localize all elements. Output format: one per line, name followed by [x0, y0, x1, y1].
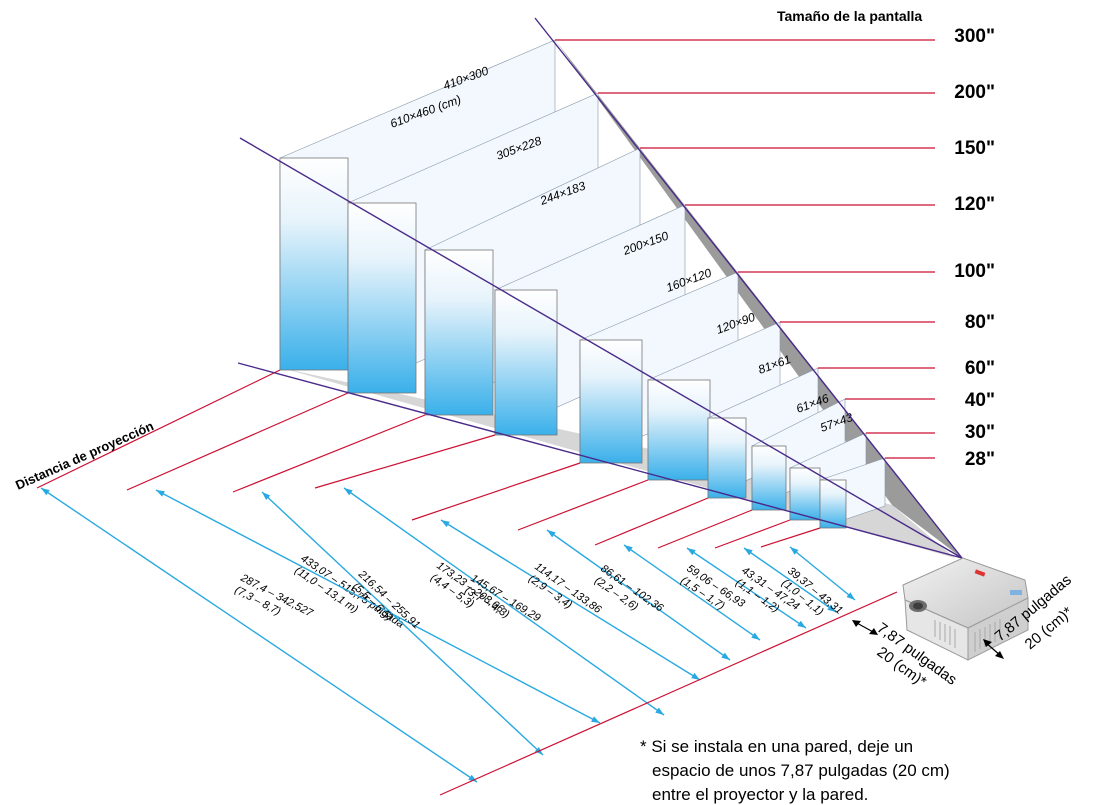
screen-80in-arrowhead: [721, 652, 730, 660]
screen-150in-face: [424, 249, 494, 416]
screen-200in-face: [347, 202, 417, 394]
screen-120in-face: [494, 289, 558, 436]
screen-30in-distance-line: [714, 519, 791, 549]
screen-200in-distance-line: [126, 392, 349, 491]
screen-200in-size-label: 200": [954, 82, 995, 103]
screen-60in-distance-arrow: [623, 544, 761, 641]
screen-120in-arrowhead: [344, 488, 353, 496]
screen-40in-arrowhead: [687, 548, 696, 556]
screen-40in-distance-arrow: [686, 547, 807, 629]
projection-distance-heading: Distancia de proyección: [13, 418, 156, 493]
screen-40in-size-label: 40": [965, 390, 995, 411]
screen-100in-arrowhead: [441, 520, 450, 528]
screen-60in-size-label: 60": [965, 358, 995, 379]
screen-120in-arrowhead: [655, 707, 664, 715]
screen-30in-arrowhead: [744, 548, 753, 556]
screen-100in-arrowhead: [691, 672, 700, 680]
screen-300in-distance-line: [36, 369, 281, 489]
screen-30in-arrowhead: [827, 604, 836, 612]
screen-80in-arrowhead: [547, 530, 556, 538]
screen-200in-distance-arrow: [155, 489, 601, 724]
screen-200in-arrowhead: [591, 716, 600, 723]
screen-28in-size-label: 28": [965, 449, 995, 470]
screen-30in-distance-arrow: [743, 547, 837, 613]
screen-150in-arrowhead: [262, 492, 271, 501]
screen-28in-distance-line: [760, 527, 821, 548]
screen-30in-face: [789, 467, 821, 521]
screen-size-heading: Tamaño de la pantalla: [777, 8, 922, 24]
screen-80in-face: [647, 379, 711, 481]
screen-100in-size-label: 100": [954, 261, 995, 282]
screen-28in-arrowhead: [790, 547, 799, 555]
screen-100in: 200×150: [579, 228, 739, 464]
screen-40in-arrowhead: [797, 620, 806, 628]
screen-60in-arrowhead: [624, 545, 633, 553]
red-lines-group: 300" 200" 150" 120" 100" 80" 60" 40" 30" 28": [36, 26, 995, 549]
screen-100in-distance-arrow: [440, 519, 701, 681]
screen-60in-distance-line: [594, 497, 709, 546]
screen-80in-distance-line: [517, 479, 649, 531]
screen-300in-arrowhead: [41, 488, 50, 496]
screen-120in: 244×183: [494, 178, 686, 436]
footnote-line-1: * Si se instala en una pared, deje un: [640, 737, 913, 756]
screen-120in-size-label: 120": [954, 194, 995, 215]
screen-300in-face: [279, 157, 349, 371]
screen-60in-arrowhead: [751, 632, 760, 640]
screen-300in-size-label: 300": [954, 26, 995, 47]
screen-100in-face: [579, 339, 643, 464]
screen-60in-face: [707, 417, 747, 499]
screen-100in-distance-line: [411, 462, 581, 521]
screen-80in-size-label: 80": [965, 312, 995, 333]
screen-30in-size-label: 30": [965, 422, 995, 443]
footnote-line-3: entre el proyector y la pared.: [652, 785, 868, 804]
footnote-line-2: espacio de unos 7,87 pulgadas (20 cm): [652, 761, 950, 780]
distance-baseline: [439, 591, 898, 796]
screen-150in-size-label: 150": [954, 138, 995, 159]
screen-28in-arrowhead: [846, 592, 855, 600]
projector-image: [902, 557, 1029, 661]
frame-left-line: [239, 137, 963, 559]
screen-28in-distance-arrow: [789, 546, 856, 601]
screen-150in-distance-arrow: [261, 491, 544, 756]
screen-80in-distance-arrow: [546, 529, 731, 661]
screen-120in-distance-line: [314, 434, 496, 489]
screen-300in-distance-arrow: [40, 487, 478, 783]
screen-40in-distance-line: [657, 509, 753, 549]
screen-40in-face: [751, 445, 787, 511]
screen-120in-distance-arrow: [343, 487, 665, 716]
frame-bottom-line: [237, 362, 963, 559]
screens-group: 610×460 (cm)410×300305×228244×183200×150…: [279, 39, 886, 529]
frame-top-line: [534, 17, 963, 559]
screen-200in-arrowhead: [156, 490, 165, 497]
screen-150in-distance-line: [232, 414, 426, 493]
